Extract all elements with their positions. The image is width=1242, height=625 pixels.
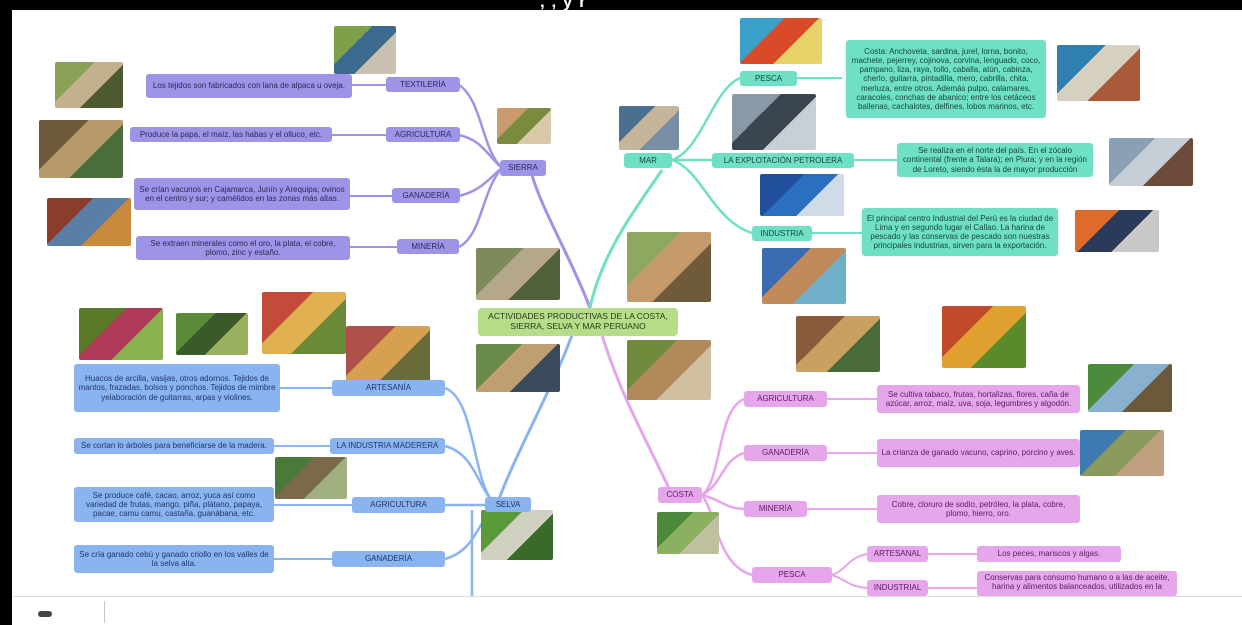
connector-center-sierra: [530, 174, 592, 309]
connector-costa-pesca: [700, 494, 753, 577]
status-footer: [12, 596, 1242, 625]
connector-center-selva: [495, 334, 574, 506]
photo-livestock-collage: [627, 340, 711, 400]
branch-sierra[interactable]: SIERRA: [500, 160, 546, 176]
photo-crafts-collage: [346, 326, 430, 384]
photo-cacao-picker: [79, 308, 163, 360]
selva-agricultura-desc: Se produce café, cacao, arroz, yuca así …: [74, 487, 274, 522]
photo-llama-herd: [497, 108, 551, 144]
connector-sierra-mineria: [458, 167, 503, 249]
photo-market-vendors: [334, 26, 396, 74]
sierra-mineria-desc: Se extraen minerales como el oro, la pla…: [136, 236, 350, 260]
photo-fruits-collage: [942, 306, 1026, 368]
branch-mar[interactable]: MAR: [624, 153, 672, 168]
photo-fish-market: [762, 248, 846, 304]
photo-crafts-market: [796, 316, 880, 372]
photo-andean-weaver: [55, 62, 123, 108]
pesca-artesanal[interactable]: ARTESANAL: [867, 546, 928, 562]
costa-ganaderia[interactable]: GANADERÍA: [744, 445, 827, 461]
selva-maderera-desc: Se cortan lo árboles para beneficiarse d…: [74, 438, 274, 454]
photo-handicrafts: [262, 292, 346, 354]
connector-pesca-artesanal: [831, 553, 868, 576]
mindmap-connectors: [274, 76, 977, 596]
connector-sierra-textileria: [458, 83, 503, 169]
selva-artesania-desc: Huacos de arcilla, vasijas, otros adorno…: [74, 364, 280, 412]
sierra-agricultura-desc: Produce la papa, el maíz, las habas y el…: [130, 127, 332, 142]
footer-divider: [104, 601, 105, 623]
pesca-industrial[interactable]: INDUSTRIAL: [867, 580, 928, 596]
selva-maderera[interactable]: LA INDUSTRIA MADERERA: [330, 438, 445, 454]
connector-pesca-industrial: [831, 574, 868, 589]
connector-costa-agricultura: [701, 397, 745, 496]
photo-potato-harvest: [39, 120, 123, 178]
mar-industria[interactable]: INDUSTRIA: [752, 226, 812, 241]
costa-mineria-desc: Cobre, cloruro de sodio, petróleo, la pl…: [877, 495, 1080, 523]
photo-goats-pasture: [1080, 430, 1164, 476]
connector-costa-mineria: [701, 493, 745, 511]
costa-ganaderia-desc: La crianza de ganado vacuno, caprino, po…: [877, 439, 1080, 467]
photo-fish-catch: [619, 106, 679, 150]
sierra-textileria[interactable]: TEXTILERÍA: [386, 77, 460, 92]
photo-farm-workers: [657, 512, 719, 554]
photo-coastal-boats: [1057, 45, 1140, 101]
footer-logo-icon: [38, 611, 52, 617]
sierra-agricultura[interactable]: AGRICULTURA: [386, 127, 460, 142]
photo-harbor: [732, 94, 816, 150]
selva-ganaderia[interactable]: GANADERÍA: [332, 551, 445, 567]
photo-logging: [275, 457, 347, 499]
connector-selva-artesania: [444, 386, 498, 507]
pesca-industrial-desc: Conservas para consumo humano o a las de…: [977, 571, 1177, 596]
photo-weaver-woman: [476, 344, 560, 392]
mar-pesca-desc: Costa: Anchoveta, sardina, jurel, lorna,…: [846, 40, 1046, 118]
photo-fishing-boat: [740, 18, 822, 64]
costa-pesca[interactable]: PESCA: [752, 567, 832, 583]
mar-petrolera-desc: Se realiza en el norte del país. En el z…: [897, 143, 1093, 177]
connector-sierra-agricultura: [458, 133, 503, 169]
selva-ganaderia-desc: Se cría ganado cebú y ganado criollo en …: [74, 545, 274, 573]
costa-agricultura-desc: Se cultiva tabaco, frutas, hortalizas, f…: [877, 385, 1080, 413]
mar-pesca[interactable]: PESCA: [740, 71, 797, 86]
connector-center-costa: [600, 334, 674, 496]
photo-cannery-worker: [1075, 210, 1159, 252]
photo-quinoa-field: [47, 198, 131, 246]
connector-mar-pesca: [671, 76, 741, 162]
branch-costa[interactable]: COSTA: [658, 487, 702, 503]
connector-costa-ganaderia: [701, 451, 745, 497]
costa-mineria[interactable]: MINERÍA: [744, 501, 807, 517]
selva-artesania[interactable]: ARTESANÍA: [332, 380, 445, 396]
header-title-fragment: , , y r: [540, 0, 587, 11]
photo-zebu-herd: [481, 510, 553, 560]
photo-crop-field: [1088, 364, 1172, 412]
connector-sierra-ganaderia: [458, 167, 503, 198]
sierra-mineria[interactable]: MINERÍA: [397, 239, 459, 254]
mindmap-canvas[interactable]: ACTIVIDADES PRODUCTIVAS DE LA COSTA, SIE…: [12, 10, 1242, 596]
connector-mar-industria: [671, 158, 753, 235]
pesca-artesanal-desc: Los peces, mariscos y algas.: [977, 546, 1121, 562]
sierra-textileria-desc: Los tejidos son fabricados con lana de a…: [146, 74, 352, 98]
mar-petrolera[interactable]: LA EXPLOTACIÓN PETROLERA: [712, 153, 854, 168]
branch-selva[interactable]: SELVA: [485, 497, 531, 512]
mar-industria-desc: El principal centro Industrial del Perú …: [862, 208, 1058, 256]
sierra-ganaderia-desc: Se crían vacunos en Cajamarca, Junín y A…: [134, 178, 350, 210]
selva-agricultura[interactable]: AGRICULTURA: [352, 497, 445, 513]
photo-sierra-fields: [476, 248, 560, 300]
center-topic[interactable]: ACTIVIDADES PRODUCTIVAS DE LA COSTA, SIE…: [478, 308, 678, 336]
costa-agricultura[interactable]: AGRICULTURA: [744, 391, 827, 407]
sierra-ganaderia[interactable]: GANADERÍA: [392, 188, 460, 203]
photo-oil-platform: [760, 174, 844, 216]
photo-sea-boats: [1109, 138, 1193, 186]
connector-center-mar: [588, 169, 664, 309]
photo-jungle-cattle: [176, 313, 248, 355]
photo-cattle-sierra: [627, 232, 711, 302]
